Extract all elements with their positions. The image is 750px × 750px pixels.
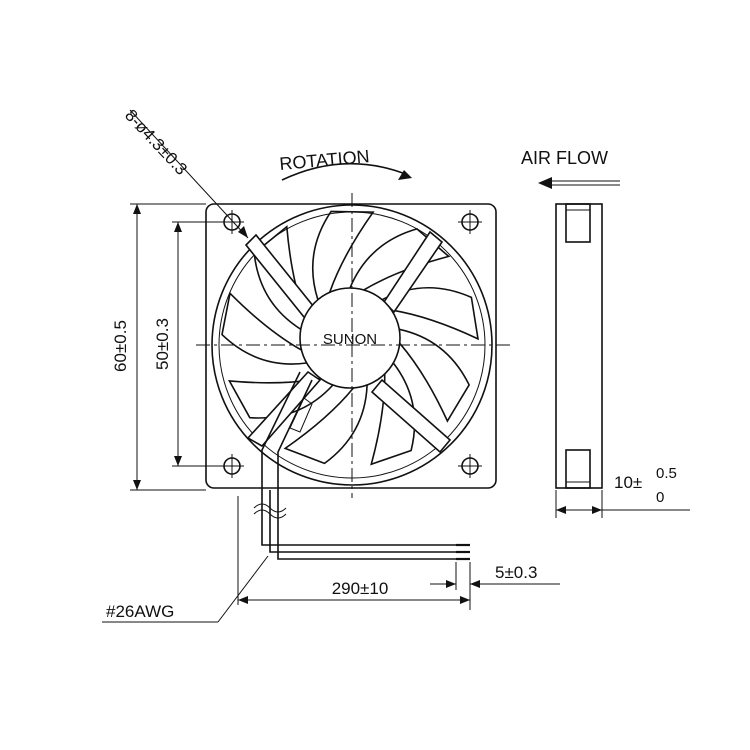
fan-blade (348, 228, 451, 291)
mounting-hole-icon (458, 210, 482, 234)
side-body (555, 203, 603, 489)
height-inner-label: 50±0.3 (153, 318, 172, 370)
dimension-lead-strip: 5±0.3 (430, 562, 560, 590)
brand-label: SUNON (323, 331, 377, 348)
thickness-label: 10± (614, 473, 642, 492)
fan-blade (221, 291, 308, 365)
thickness-plus-label: 0.5 (656, 465, 677, 482)
fan-side-view: AIR FLOW (521, 148, 620, 489)
fan-blade (312, 210, 375, 301)
dimension-height-inner: 50±0.3 (153, 221, 232, 467)
cable-assembly (253, 490, 470, 561)
hole-spec-label: 8-ø4.3±0.3 (121, 106, 191, 179)
dimension-thickness: 10± 0.5 0 (555, 465, 690, 518)
fan-hub (299, 287, 401, 389)
rotation-indicator: ROTATION (279, 146, 412, 181)
thickness-minus-label: 0 (656, 489, 664, 506)
air-flow-label: AIR FLOW (521, 148, 608, 168)
wire-gauge-callout: #26AWG (102, 555, 269, 623)
rotation-label: ROTATION (279, 146, 371, 174)
fan-struts (244, 230, 452, 454)
fan-frame-outer (205, 203, 497, 489)
fan-blade (283, 384, 368, 465)
rotation-arrow-icon (281, 162, 409, 181)
fan-front-view: SUNON (196, 193, 510, 498)
lead-strip-label: 5±0.3 (495, 563, 537, 582)
mounting-hole-icon (458, 454, 482, 478)
dimension-cable-length: 290±10 (237, 496, 471, 610)
wire-channel (261, 371, 313, 490)
height-outer-label: 60±0.5 (111, 320, 130, 372)
wire-gauge-label: #26AWG (106, 602, 174, 621)
fan-blade (380, 286, 480, 341)
dimension-height-outer: 60±0.5 (111, 203, 206, 491)
airflow-arrow-icon (538, 177, 620, 189)
fan-blade (398, 328, 471, 423)
hole-spec-callout: 8-ø4.3±0.3 (121, 106, 249, 239)
cable-length-label: 290±10 (332, 579, 389, 598)
